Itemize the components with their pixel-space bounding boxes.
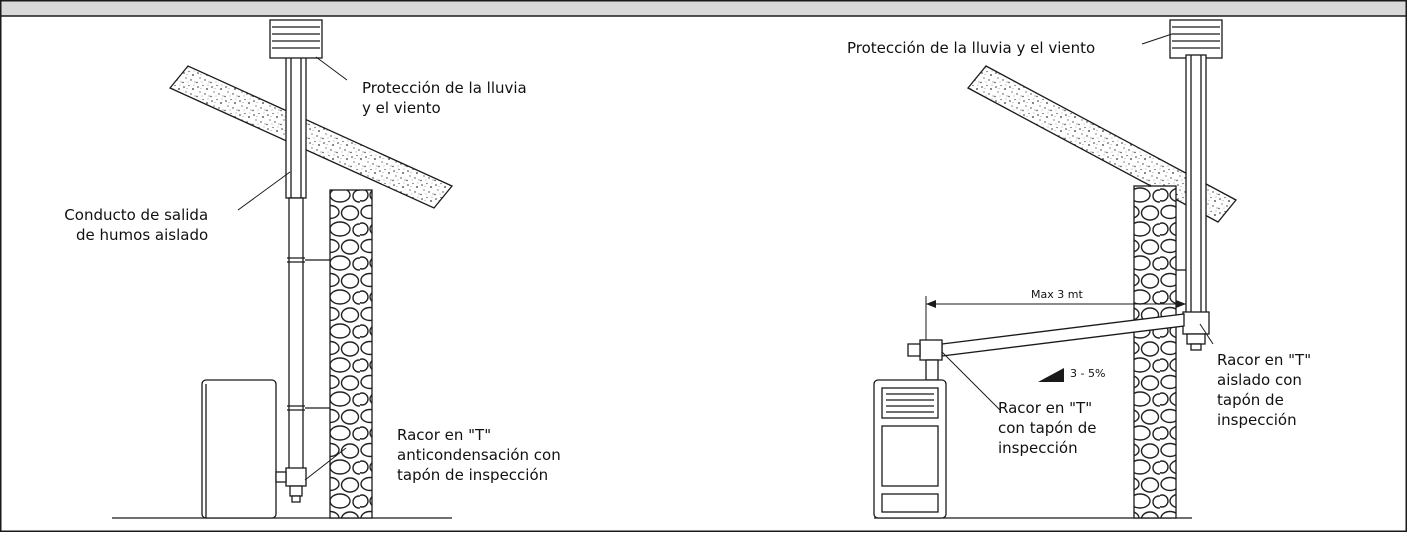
insulated-tee-label-right: Racor en "T" aislado con tapón de inspec… <box>1217 351 1312 429</box>
slope-triangle <box>1038 368 1064 382</box>
rain-cap-right <box>1169 19 1223 59</box>
tee-label-left: Racor en "T" anticondensación con tapón … <box>397 426 561 484</box>
insulated-tee-right <box>1182 311 1210 335</box>
flue-pipe-left <box>288 197 304 481</box>
rain-cap-left <box>269 19 323 59</box>
rain-cap-label-right: Protección de la lluvia y el viento <box>847 39 1096 57</box>
stone-wall-left <box>329 189 373 519</box>
stone-wall-right <box>1133 185 1177 519</box>
insulated-flue-left <box>285 54 307 199</box>
roof-left <box>168 65 454 209</box>
insulated-flue-right <box>1185 54 1207 326</box>
slope-label: 3 - 5% <box>1070 367 1106 380</box>
distance-label: Max 3 mt <box>1031 288 1083 301</box>
stove-tee-right <box>919 339 943 361</box>
left-diagram <box>112 19 454 519</box>
rain-cap-label-left: Protección de la lluvia y el viento <box>362 79 527 117</box>
roof-right <box>966 65 1238 223</box>
header-band <box>0 0 1407 16</box>
right-diagram <box>873 19 1238 519</box>
duct-label-left: Conducto de salida de humos aislado <box>64 206 209 244</box>
stove-left <box>201 379 277 519</box>
stove-right <box>873 379 947 519</box>
tee-connector-left <box>285 467 307 487</box>
stove-tee-label-right: Racor en "T" con tapón de inspección <box>998 399 1097 457</box>
